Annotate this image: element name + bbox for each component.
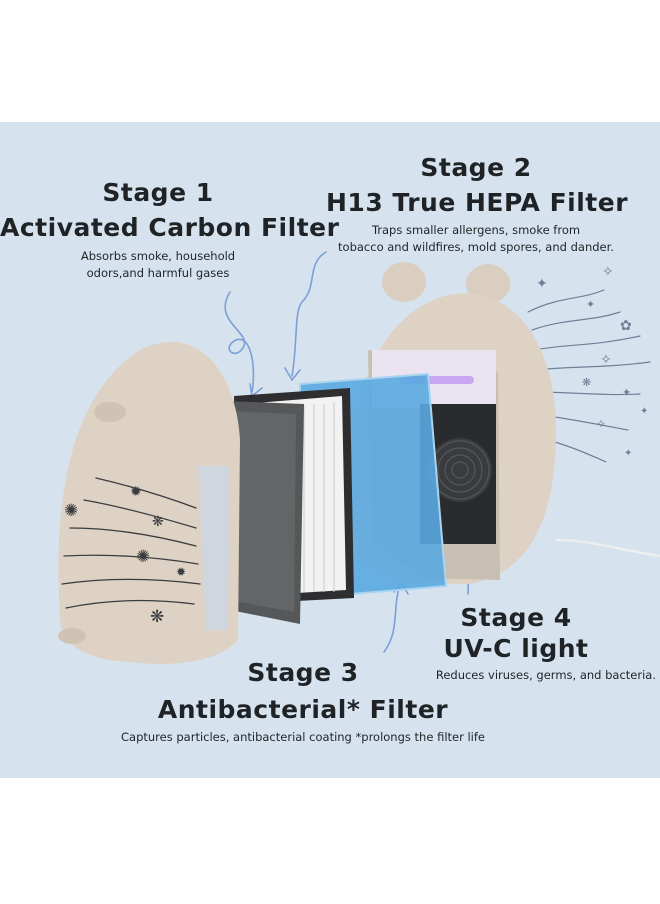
- curved-arrow-icon: [224, 291, 255, 393]
- sparkle-icon: ✧: [596, 417, 606, 431]
- sparkle-icon: ✦: [586, 298, 595, 311]
- sparkle-icon: ✧: [602, 264, 614, 280]
- sparkle-icon: ✦: [640, 406, 648, 417]
- stage3-desc-line1: Captures particles, antibacterial coatin…: [121, 730, 485, 744]
- sparkle-icon: ✧: [600, 352, 612, 368]
- stage4-desc-line1: Reduces viruses, germs, and bacteria.: [435, 668, 656, 682]
- stage3-subtitle: Antibacterial* Filter: [157, 695, 449, 724]
- curved-arrow-icon: [383, 583, 401, 653]
- germ-icon: ✺: [64, 501, 78, 521]
- stage1-desc-line2: odors,and harmful gases: [86, 266, 230, 280]
- stage2-subtitle: H13 True HEPA Filter: [326, 188, 629, 217]
- sparkle-icon: ✦: [536, 276, 548, 292]
- germ-icon: ❋: [152, 514, 164, 530]
- stage3-title: Stage 3: [247, 658, 359, 687]
- sparkle-icon: ✦: [624, 448, 632, 459]
- sparkle-icon: ❋: [582, 376, 591, 389]
- stage1-title: Stage 1: [102, 178, 214, 207]
- stage2-desc-line1: Traps smaller allergens, smoke from: [371, 223, 581, 237]
- stage2-desc-line2: tobacco and wildfires, mold spores, and …: [338, 240, 614, 254]
- stage2-title: Stage 2: [420, 153, 532, 182]
- curved-arrow-icon: [284, 367, 301, 382]
- curved-arrow-icon: [291, 251, 327, 377]
- germ-icon: ❋: [150, 607, 164, 627]
- stage4-title: Stage 4: [460, 603, 572, 632]
- germ-icon: ✹: [176, 565, 186, 579]
- sparkle-icon: ✦: [622, 386, 631, 399]
- germ-icon: ✺: [136, 547, 150, 567]
- sparkle-icon: ✿: [620, 318, 632, 334]
- germ-icon: ✹: [130, 484, 142, 500]
- stage1-desc-line1: Absorbs smoke, household: [80, 249, 236, 263]
- purifier-front-unit: ✺ ✹ ❋ ✺ ✹ ❋: [58, 341, 240, 664]
- stage1-subtitle: Activated Carbon Filter: [0, 213, 340, 242]
- stage4-subtitle: UV-C light: [443, 634, 589, 663]
